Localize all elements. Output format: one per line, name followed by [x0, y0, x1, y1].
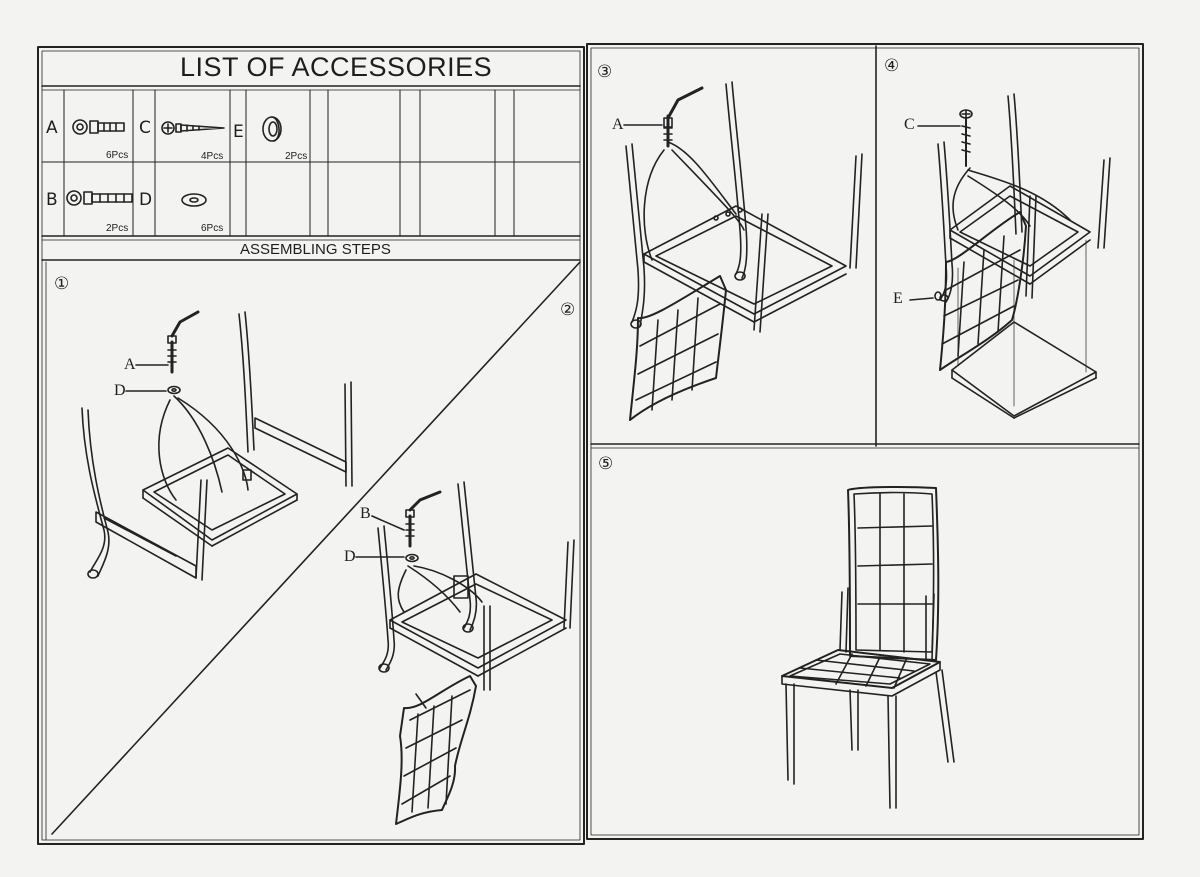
- step-2-illustration: [355, 481, 575, 825]
- long-bolt-icon: [66, 190, 133, 206]
- step-4-callout-c: C: [904, 116, 915, 133]
- accessory-code-b: B: [46, 190, 58, 210]
- section-title: ASSEMBLING STEPS: [240, 241, 391, 258]
- step-3-callout-a: A: [612, 116, 624, 133]
- accessory-code-c: C: [139, 118, 151, 138]
- frame-lines: [37, 43, 1144, 845]
- bolt-with-washer-icon: [72, 119, 125, 135]
- accessory-qty-e: 2Pcs: [285, 151, 308, 162]
- flat-washer-icon: [181, 193, 207, 207]
- step-3-number: ③: [597, 62, 613, 82]
- step-2-number: ②: [560, 300, 576, 320]
- accessory-qty-c: 4Pcs: [201, 151, 224, 162]
- accessory-qty-b: 2Pcs: [106, 223, 129, 234]
- cap-ring-icon: [262, 116, 282, 142]
- step-1-illustration: [81, 310, 353, 581]
- accessory-code-d: D: [139, 190, 153, 210]
- accessory-qty-a: 6Pcs: [106, 150, 129, 161]
- step-5-illustration: [781, 485, 955, 809]
- page-title: LIST OF ACCESSORIES: [180, 52, 493, 82]
- step-1-callout-d: D: [114, 382, 126, 399]
- step-4-number: ④: [884, 56, 900, 76]
- step-4-callout-e: E: [893, 290, 903, 307]
- accessory-qty-d: 6Pcs: [201, 223, 224, 234]
- accessory-code-a: A: [46, 118, 58, 138]
- step-2-callout-b: B: [360, 505, 371, 522]
- step-4-illustration: [909, 93, 1111, 419]
- screw-icon: [161, 121, 225, 135]
- step-1-callout-a: A: [124, 356, 136, 373]
- accessory-code-e: E: [233, 122, 244, 142]
- step-2-callout-d: D: [344, 548, 356, 565]
- step-5-number: ⑤: [598, 454, 614, 474]
- step-3-illustration: [623, 81, 863, 421]
- step-1-number: ①: [54, 274, 70, 294]
